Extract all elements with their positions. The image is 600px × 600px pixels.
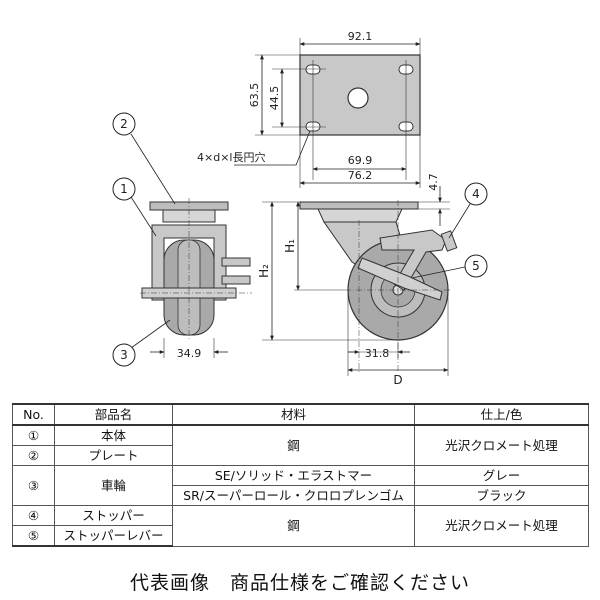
slot-note: 4×d×l長円穴: [197, 150, 265, 164]
side-stopper-lever: [357, 257, 443, 301]
table-row: ④ ストッパー 鋼 光沢クロメート処理: [12, 505, 589, 547]
cell-no: ③: [12, 465, 55, 506]
dim-plate-width: 92.1: [348, 30, 373, 43]
cell-finish: グレー: [414, 465, 589, 486]
side-plate: [299, 201, 419, 210]
front-view: 34.9: [140, 198, 252, 360]
table-row: SR/スーパーロール・クロロプレンゴム ブラック: [13, 485, 589, 506]
callout-5: [464, 254, 488, 278]
table-row: ① 本体 鋼 光沢クロメート処理: [12, 424, 589, 466]
header-material: 材料: [172, 403, 415, 426]
dim-hole-pitch-h: 69.9: [348, 154, 373, 167]
table-header-row: No. 部品名 材料 仕上/色: [12, 403, 589, 426]
table-row: ② プレート: [12, 445, 589, 466]
table-row: ⑤ ストッパーレバー: [12, 525, 589, 547]
front-stopper: [221, 257, 251, 267]
callout-3: [112, 343, 136, 367]
cell-name: プレート: [54, 445, 173, 466]
cell-material: 鋼: [172, 424, 415, 466]
dim-diameter: D: [393, 373, 402, 387]
cell-no: ④: [12, 505, 55, 526]
svg-text:4: 4: [472, 187, 480, 201]
cell-material: 鋼: [172, 505, 415, 547]
svg-text:3: 3: [120, 348, 128, 362]
callout-4: [464, 182, 488, 206]
dim-hole-pitch-v: 44.5: [268, 86, 281, 111]
header-part-name: 部品名: [54, 403, 173, 426]
callouts: 2 1 3 4 5: [112, 112, 488, 367]
dim-h1: H₁: [283, 239, 297, 253]
cell-name: 車輪: [54, 465, 173, 506]
cell-no: ②: [12, 445, 55, 466]
header-finish: 仕上/色: [414, 403, 589, 426]
dim-plate-height: 63.5: [248, 83, 261, 108]
svg-text:5: 5: [472, 259, 480, 273]
cell-finish: 光沢クロメート処理: [414, 424, 589, 466]
side-view: H₂ H₁ 4.7 31.8 D: [257, 173, 458, 387]
cell-finish: 光沢クロメート処理: [414, 505, 589, 547]
top-plate-view: 92.1 63.5 44.5 69.9 76.2 4×d×l長円穴: [197, 30, 421, 188]
parts-table: No. 部品名 材料 仕上/色 ① 本体 鋼 光沢クロメート処理 ② プレート …: [12, 403, 589, 547]
dim-gap: 4.7: [427, 173, 440, 191]
cell-name: ストッパー: [54, 505, 173, 526]
caster-technical-drawing: 92.1 63.5 44.5 69.9 76.2 4×d×l長円穴 34.9: [112, 30, 488, 387]
cell-finish: ブラック: [414, 485, 589, 506]
dim-base-width: 76.2: [348, 169, 373, 182]
callout-1: [112, 177, 136, 201]
svg-text:1: 1: [120, 182, 128, 196]
cell-no: ①: [12, 424, 55, 446]
cell-name: ストッパーレバー: [54, 525, 173, 547]
cell-no: ⑤: [12, 525, 55, 547]
callout-2: [112, 112, 136, 136]
svg-text:2: 2: [120, 117, 128, 131]
header-no: No.: [12, 403, 55, 426]
cell-material: SR/スーパーロール・クロロプレンゴム: [172, 485, 415, 506]
table-row: ③ 車輪 SE/ソリッド・エラストマー グレー: [12, 465, 589, 506]
center-hole: [347, 87, 369, 109]
cell-name: 本体: [54, 424, 173, 446]
cell-material: SE/ソリッド・エラストマー: [172, 465, 415, 486]
dim-offset: 31.8: [365, 347, 390, 360]
dim-wheel-width: 34.9: [177, 347, 202, 360]
dim-h2: H₂: [257, 264, 271, 278]
caption: 代表画像 商品仕様をご確認ください: [129, 572, 470, 594]
